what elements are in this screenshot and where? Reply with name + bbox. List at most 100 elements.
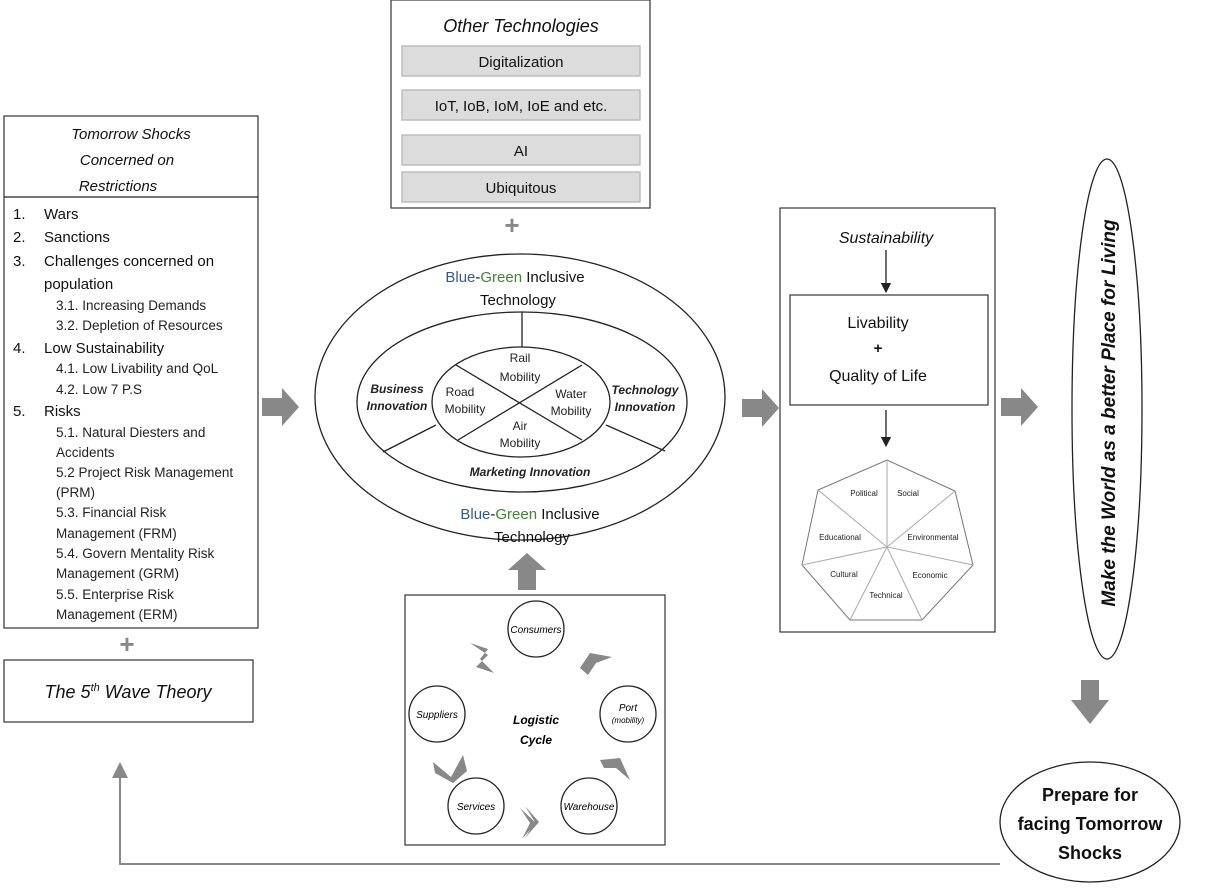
restrictions-title-3: Restrictions <box>79 178 158 195</box>
heptagon-spoke <box>886 546 923 621</box>
prepare-ellipse: Prepare for facing Tomorrow Shocks <box>999 761 1181 883</box>
right-arrow-icon <box>1001 388 1038 426</box>
heptagon-spoke <box>817 489 888 548</box>
list-number: 2. <box>13 229 26 246</box>
tech-ubiquitous: Ubiquitous <box>486 180 557 197</box>
node-services: Services <box>457 802 495 813</box>
tech-iot: IoT, IoB, IoM, IoE and etc. <box>435 98 608 115</box>
technology-innovation: Technology <box>612 383 680 397</box>
inclusive-tech-bottom-line2: Technology <box>494 529 570 546</box>
up-arrow-icon <box>508 553 546 590</box>
seven-ps-technical: Technical <box>869 591 903 600</box>
other-technologies-title: Other Technologies <box>443 16 598 36</box>
wave-theory-label: The 5th Wave Theory <box>45 682 213 702</box>
right-arrow-icon <box>742 389 779 427</box>
road-mobility: Road <box>446 385 475 399</box>
list-number: 4. <box>13 340 26 357</box>
tech-ai: AI <box>514 143 528 160</box>
prepare-label-line2: facing Tomorrow <box>1018 814 1164 834</box>
down-arrow-icon <box>1071 680 1109 724</box>
technology-innovation-line2: Innovation <box>615 400 676 414</box>
water-mobility-line2: Mobility <box>551 404 592 418</box>
goal-label: Make the World as a better Place for Liv… <box>1099 219 1120 607</box>
node-port-sub: (mobility) <box>612 716 645 725</box>
list-item: Accidents <box>56 445 115 460</box>
other-technologies-box: Other Technologies Digitalization IoT, I… <box>390 0 651 209</box>
list-item: Management (GRM) <box>56 566 179 581</box>
feedback-arrow <box>112 762 1000 865</box>
seven-ps-economic: Economic <box>912 571 947 580</box>
sustainability-title: Sustainability <box>839 230 934 247</box>
rail-mobility: Rail <box>510 351 531 365</box>
rail-mobility-line2: Mobility <box>500 370 541 384</box>
node-suppliers: Suppliers <box>416 710 458 721</box>
heptagon-outline <box>801 459 974 621</box>
list-item: Sanctions <box>44 229 110 246</box>
cycle-chevron-icon <box>470 643 494 673</box>
cycle-chevron-icon <box>600 758 630 780</box>
tech-digitalization: Digitalization <box>478 54 563 71</box>
air-mobility-line2: Mobility <box>500 436 541 450</box>
restrictions-box: Tomorrow Shocks Concerned on Restriction… <box>3 115 259 629</box>
quality-of-life-label: Quality of Life <box>829 368 927 385</box>
list-item: 3.2. Depletion of Resources <box>56 318 223 333</box>
node-port: Port <box>619 703 639 714</box>
heptagon-spoke <box>849 546 888 621</box>
heptagon-spoke <box>886 546 974 566</box>
list-item: 5.5. Enterprise Risk <box>56 587 174 602</box>
list-number: 5. <box>13 403 26 420</box>
sustainability-box: Sustainability Livability + Quality of L… <box>779 207 996 633</box>
logistic-cycle-box: Consumers Port (mobility) Warehouse Serv… <box>404 594 666 846</box>
road-mobility-line2: Mobility <box>445 402 486 416</box>
logistic-cycle-label-line2: Cycle <box>520 733 552 747</box>
prepare-label-line3: Shocks <box>1058 843 1122 863</box>
list-item: 5.2 Project Risk Management <box>56 465 233 480</box>
seven-ps-social: Social <box>897 489 919 498</box>
node-consumers: Consumers <box>510 625 561 636</box>
heptagon-spoke <box>886 490 956 548</box>
plus-sign: + <box>119 629 134 659</box>
list-item: 5.1. Natural Diesters and <box>56 425 205 440</box>
seven-ps-environmental: Environmental <box>907 533 958 542</box>
cycle-chevron-icon <box>433 755 467 783</box>
list-item: Management (ERM) <box>56 607 178 622</box>
marketing-innovation: Marketing Innovation <box>470 465 591 479</box>
logistic-cycle-label: Logistic <box>513 713 559 727</box>
cycle-chevron-icon <box>520 806 539 839</box>
wave-theory-box: The 5th Wave Theory <box>3 659 254 723</box>
prepare-label: Prepare for <box>1042 785 1138 805</box>
list-item: 5.3. Financial Risk <box>56 505 167 520</box>
list-item: Low Sustainability <box>44 340 165 357</box>
list-item: 5.4. Govern Mentality Risk <box>56 546 215 561</box>
heptagon-spoke <box>801 546 888 566</box>
list-item: 4.2. Low 7 P.S <box>56 382 142 397</box>
seven-ps-political: Political <box>850 489 878 498</box>
list-item: Wars <box>44 206 78 223</box>
plus-sign: + <box>504 210 519 240</box>
list-item: Challenges concerned on <box>44 253 214 270</box>
goal-ellipse: Make the World as a better Place for Liv… <box>1071 158 1143 660</box>
restrictions-title-1: Tomorrow Shocks <box>71 126 191 143</box>
list-item: 3.1. Increasing Demands <box>56 298 206 313</box>
list-item: Management (FRM) <box>56 526 177 541</box>
list-item: (PRM) <box>56 485 95 500</box>
business-innovation-line2: Innovation <box>367 399 428 413</box>
business-innovation: Business <box>370 382 424 396</box>
restrictions-title-2: Concerned on <box>80 152 174 169</box>
list-item: 4.1. Low Livability and QoL <box>56 361 219 376</box>
seven-ps-educational: Educational <box>819 533 861 542</box>
plus-sign: + <box>874 340 883 357</box>
cycle-chevron-icon <box>580 653 612 675</box>
inclusive-tech-top: Blue-Green Inclusive <box>445 269 584 286</box>
inclusive-tech-bottom: Blue-Green Inclusive <box>460 506 599 523</box>
inclusive-tech-top-line2: Technology <box>480 292 556 309</box>
list-number: 3. <box>13 253 26 270</box>
livability-label: Livability <box>847 315 908 332</box>
seven-ps-cultural: Cultural <box>830 570 858 579</box>
right-arrow-icon <box>262 388 299 426</box>
list-item: Risks <box>44 403 81 420</box>
list-item: population <box>44 276 113 293</box>
node-warehouse: Warehouse <box>564 802 615 813</box>
